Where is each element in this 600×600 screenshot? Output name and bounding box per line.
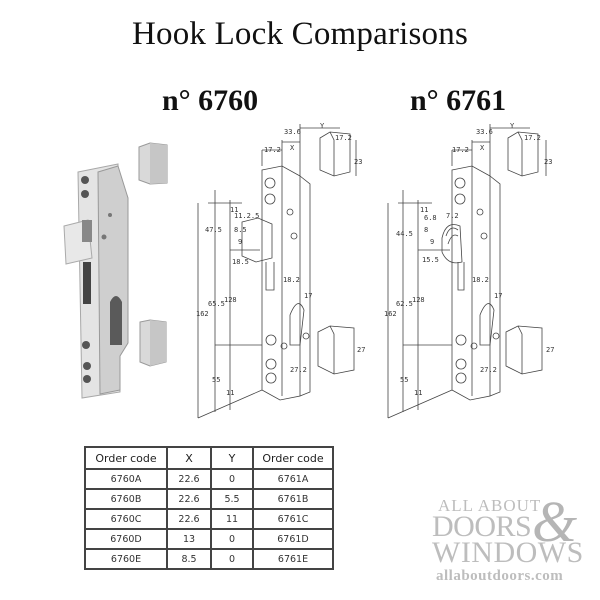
order-code-table: Order code X Y Order code 6760A 22.6 0 6…	[84, 446, 334, 570]
svg-text:11: 11	[420, 206, 428, 214]
order-code-6760: 6760D	[84, 528, 168, 550]
svg-text:7.2: 7.2	[446, 212, 459, 220]
order-code-6760: 6760B	[84, 488, 168, 510]
dimensions-6761: 33.6 Y 17.2 X 17.2 23 11 44.5 6.8 7.2 8 …	[384, 122, 554, 397]
svg-text:27.2: 27.2	[290, 366, 307, 374]
x-value: 22.6	[166, 468, 212, 490]
table-row: 6760A 22.6 0 6761A	[84, 468, 334, 490]
svg-text:11: 11	[230, 206, 238, 214]
header-order-code-6760: Order code	[84, 446, 168, 470]
x-value: 22.6	[166, 508, 212, 530]
hook-lock-product-photo	[63, 142, 168, 399]
svg-text:15.5: 15.5	[422, 256, 439, 264]
svg-text:27: 27	[357, 346, 365, 354]
y-value: 11	[210, 508, 254, 530]
y-value: 0	[210, 548, 254, 570]
svg-text:23: 23	[354, 158, 362, 166]
svg-text:8.5: 8.5	[234, 226, 247, 234]
svg-text:33.6: 33.6	[284, 128, 301, 136]
svg-text:17.2: 17.2	[452, 146, 469, 154]
svg-text:17.2: 17.2	[264, 146, 281, 154]
svg-text:18.2: 18.2	[283, 276, 300, 284]
svg-text:11: 11	[226, 389, 234, 397]
svg-text:18.5: 18.5	[232, 258, 249, 266]
svg-text:X: X	[290, 144, 295, 152]
svg-text:128: 128	[412, 296, 425, 304]
svg-text:6.8: 6.8	[424, 214, 437, 222]
svg-text:Y: Y	[320, 122, 325, 130]
x-value: 8.5	[166, 548, 212, 570]
svg-text:27: 27	[546, 346, 554, 354]
svg-text:17: 17	[304, 292, 312, 300]
y-value: 0	[210, 468, 254, 490]
svg-text:162: 162	[196, 310, 209, 318]
svg-text:162: 162	[384, 310, 397, 318]
svg-text:23: 23	[544, 158, 552, 166]
page-title: Hook Lock Comparisons	[131, 16, 468, 52]
table-row: 6760D 13 0 6761D	[84, 528, 334, 550]
header-order-code-6761: Order code	[252, 446, 334, 470]
logo-ampersand: &	[532, 489, 578, 554]
svg-text:Y: Y	[510, 122, 515, 130]
order-code-6760: 6760A	[84, 468, 168, 490]
dimensions-6760: 33.6 Y 17.2 X 17.2 23 11 47.5 11.2.5 8.5…	[196, 122, 365, 397]
order-code-6761: 6761E	[252, 548, 334, 570]
model-label-6760: n° 6760	[162, 84, 259, 117]
order-code-6760: 6760C	[84, 508, 168, 530]
table-header-row: Order code X Y Order code	[84, 446, 334, 470]
header-x: X	[166, 446, 212, 470]
svg-text:62.5: 62.5	[396, 300, 413, 308]
drawing-6760	[197, 124, 357, 419]
drawing-6761	[387, 124, 547, 419]
svg-text:X: X	[480, 144, 485, 152]
header-y: Y	[210, 446, 254, 470]
order-code-6761: 6761A	[252, 468, 334, 490]
svg-text:18.2: 18.2	[472, 276, 489, 284]
order-code-6760: 6760E	[84, 548, 168, 570]
svg-text:17.2: 17.2	[335, 134, 352, 142]
y-value: 5.5	[210, 488, 254, 510]
x-value: 13	[166, 528, 212, 550]
svg-text:27.2: 27.2	[480, 366, 497, 374]
logo-line-all-about: ALL ABOUT	[438, 496, 542, 515]
svg-text:9: 9	[238, 238, 242, 246]
table-row: 6760C 22.6 11 6761C	[84, 508, 334, 530]
svg-text:8: 8	[424, 226, 428, 234]
svg-text:44.5: 44.5	[396, 230, 413, 238]
svg-text:9: 9	[430, 238, 434, 246]
logo-line-doors: DOORS	[432, 510, 532, 543]
table-row: 6760E 8.5 0 6761E	[84, 548, 334, 570]
model-label-6761: n° 6761	[410, 84, 507, 117]
logo-url: allaboutdoors.com	[436, 568, 564, 584]
x-value: 22.6	[166, 488, 212, 510]
table-row: 6760B 22.6 5.5 6761B	[84, 488, 334, 510]
svg-text:47.5: 47.5	[205, 226, 222, 234]
svg-text:128: 128	[224, 296, 237, 304]
order-code-6761: 6761D	[252, 528, 334, 550]
svg-text:55: 55	[400, 376, 408, 384]
svg-text:17.2: 17.2	[524, 134, 541, 142]
svg-text:11: 11	[414, 389, 422, 397]
svg-text:17: 17	[494, 292, 502, 300]
svg-text:33.6: 33.6	[476, 128, 493, 136]
order-code-6761: 6761B	[252, 488, 334, 510]
logo-line-windows: WINDOWS	[432, 536, 584, 569]
svg-text:11.2.5: 11.2.5	[234, 212, 259, 220]
svg-text:65.5: 65.5	[208, 300, 225, 308]
y-value: 0	[210, 528, 254, 550]
order-code-6761: 6761C	[252, 508, 334, 530]
svg-text:55: 55	[212, 376, 220, 384]
